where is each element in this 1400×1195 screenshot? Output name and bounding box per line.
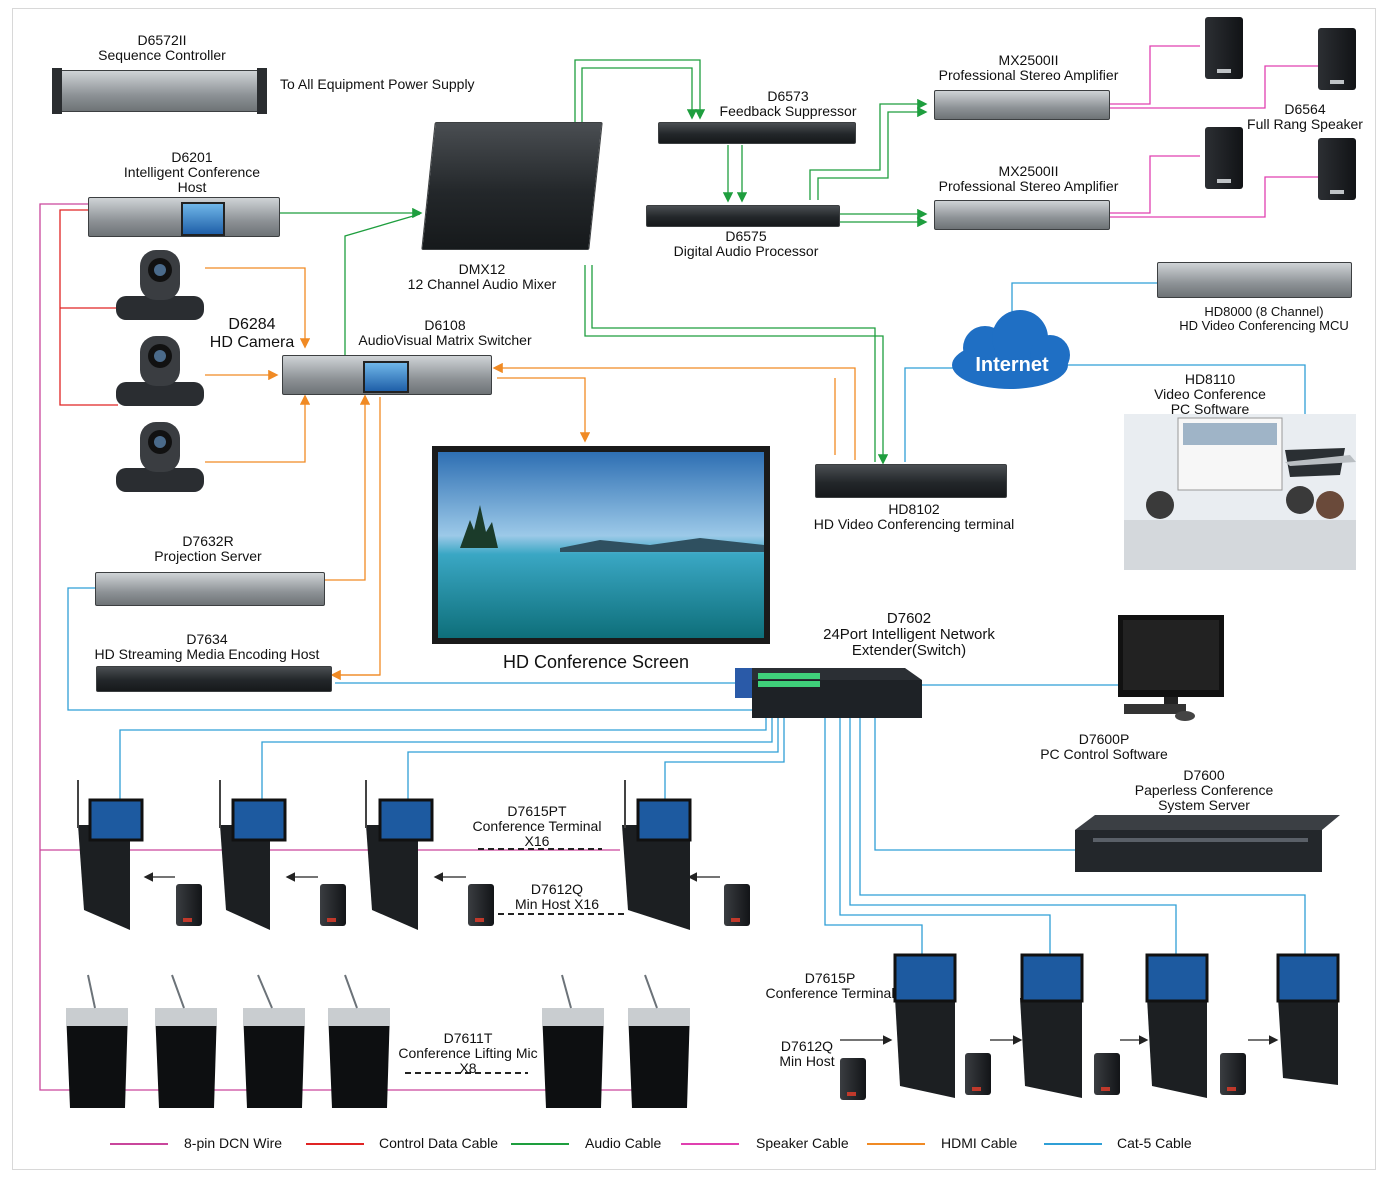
hdmi-wires	[205, 267, 856, 681]
amplifier-2-device	[934, 200, 1110, 230]
legend-line-dcn	[110, 1143, 168, 1145]
legend-line-cat5	[1044, 1143, 1102, 1145]
audio-wires	[280, 59, 928, 465]
host-arrows	[143, 872, 1279, 1045]
legend-line-audio	[511, 1143, 569, 1145]
mcu-label: HD8000 (8 Channel)HD Video Conferencing …	[1179, 304, 1349, 333]
system-server	[1075, 815, 1340, 872]
audio-mixer-device	[421, 122, 603, 250]
camera-3	[116, 422, 204, 492]
diagram-frame	[12, 8, 1376, 1170]
speaker-4	[1318, 138, 1356, 200]
conference-screen-label: HD Conference Screen	[502, 652, 690, 672]
mcu-device	[1157, 262, 1352, 298]
vc-terminal-device	[815, 464, 1007, 498]
power-supply-note: To All Equipment Power Supply	[280, 76, 475, 92]
speaker-1	[1205, 17, 1243, 79]
legend-label-dcn: 8-pin DCN Wire	[184, 1135, 283, 1151]
legend-label-hdmi: HDMI Cable	[941, 1135, 1018, 1151]
min-host-8	[1220, 1053, 1246, 1095]
min-host-4	[724, 884, 750, 926]
legend-label-cat5: Cat-5 Cable	[1117, 1135, 1192, 1151]
speaker-wires	[1110, 45, 1320, 218]
legend-line-speaker	[681, 1143, 739, 1145]
control-wires	[59, 209, 118, 406]
min-host-5	[840, 1058, 866, 1100]
camera-2	[116, 336, 204, 406]
min-host-6	[965, 1053, 991, 1095]
internet-label: Internet	[975, 354, 1049, 376]
cat5-wires	[67, 282, 1306, 955]
conference-screen	[432, 446, 770, 644]
encoding-host-device	[96, 666, 332, 692]
speaker-2	[1318, 28, 1356, 90]
network-switch	[735, 668, 922, 718]
legend-line-hdmi	[867, 1143, 925, 1145]
terminal-pt-group	[78, 798, 692, 930]
feedback-suppressor-device	[658, 122, 856, 144]
min-host-7	[1094, 1053, 1120, 1095]
legend-label-control: Control Data Cable	[379, 1135, 499, 1151]
min-host-2	[320, 884, 346, 926]
projection-server-device	[95, 572, 325, 606]
sequence-controller-device	[52, 68, 267, 114]
terminal-p-group	[893, 953, 1340, 1098]
min-host-3	[468, 884, 494, 926]
amplifier-1-device	[934, 90, 1110, 120]
camera-1	[116, 250, 204, 320]
count-dividers	[405, 848, 626, 1074]
pc-monitor	[1118, 615, 1224, 721]
audio-processor-device	[646, 205, 840, 227]
conference-host-device	[88, 197, 280, 237]
legend-line-control	[306, 1143, 364, 1145]
legend-label-speaker: Speaker Cable	[756, 1135, 849, 1151]
internet-cloud	[952, 310, 1070, 389]
matrix-switcher-device	[282, 355, 492, 395]
min-host-1	[176, 884, 202, 926]
mic-stems	[77, 780, 626, 828]
legend-label-audio: Audio Cable	[585, 1135, 662, 1151]
lifting-mic-group	[66, 974, 690, 1108]
speaker-3	[1205, 127, 1243, 189]
video-conference-photo	[1124, 414, 1356, 570]
